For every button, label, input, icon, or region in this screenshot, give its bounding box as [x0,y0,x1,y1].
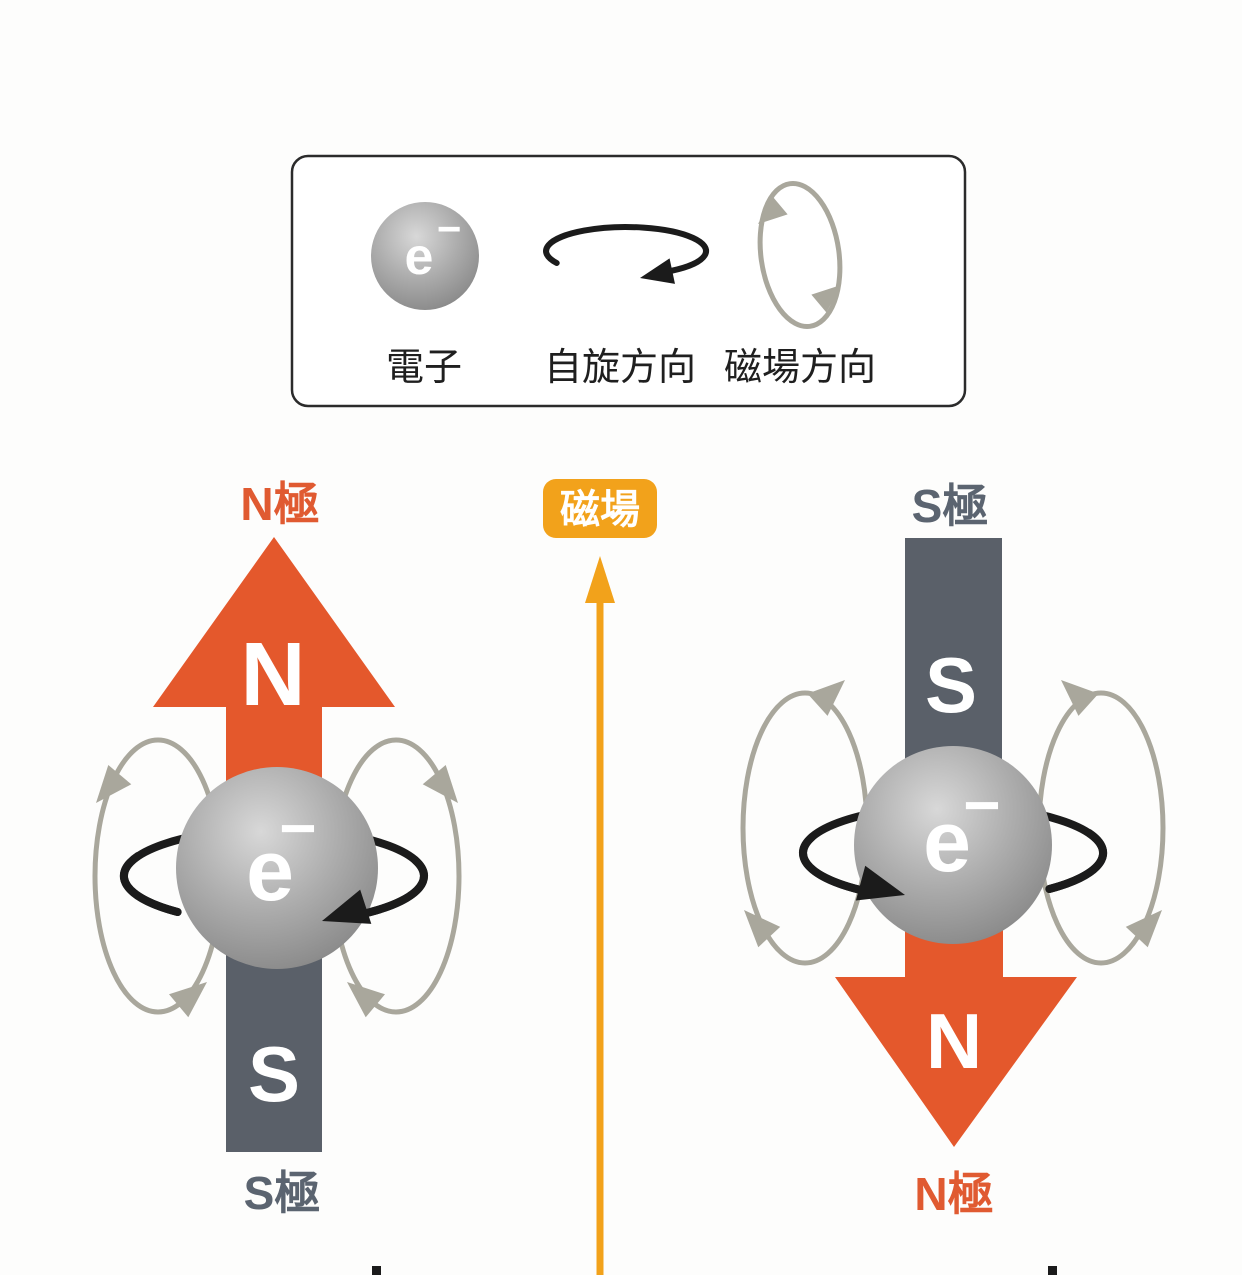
cropped-bottom-glyphs [372,1266,1057,1275]
right-figure-electron-superscript-minus: − [963,769,1000,841]
right-figure-bar-letter: S [925,641,977,729]
left-figure-bottom-pole-label: S極 [244,1167,321,1219]
cropped-glyph-mark [1048,1266,1057,1275]
field-axis-line [596,600,604,1275]
left-figure-spin-ring-front [356,856,428,919]
left-figure-north-arrow [153,537,395,875]
right-figure-electron-symbol: e [923,794,971,890]
left-figure-electron-superscript-minus: − [279,792,316,864]
right-figure-spin-ring-front-hook [1045,829,1108,893]
left-figure-electron-symbol: e [246,823,294,919]
legend-electron-superscript-minus: − [437,205,462,252]
right-figure-bottom-pole-label: N極 [914,1168,993,1220]
legend-electron-label: 電子 [386,347,462,389]
field-badge [543,479,657,538]
legend-spin-arrow [543,224,709,274]
left-figure-bar-letter: S [248,1030,300,1118]
legend-field-label: 磁場方向 [724,347,876,389]
left-figure-arrow-letter: N [241,625,306,725]
field-badge-label: 磁場 [560,488,640,532]
right-figure-top-pole-label: S極 [912,480,989,532]
left-figure-top-pole-label: N極 [240,478,319,530]
field-axis-arrowhead-icon [585,556,615,603]
legend-electron-sphere [371,202,479,310]
legend-field-loop [757,180,843,330]
right-figure-arrow-letter: N [926,997,982,1085]
right-figure-spin-ring-front [799,833,871,896]
legend-spin-label: 自旋方向 [544,347,696,389]
legend: e − 電子 自旋方向 磁場方向 [290,154,967,408]
left-magnet-figure: N S e − N極 S極 [84,478,470,1219]
legend-electron-symbol: e [405,228,434,286]
right-magnet-figure: S N e − S極 N極 [733,480,1173,1220]
field-axis: 磁場 [543,479,657,1275]
left-figure-spin-ring-front-hook [119,852,182,916]
cropped-glyph-mark [372,1266,381,1275]
right-figure-north-arrow [835,845,1077,1147]
